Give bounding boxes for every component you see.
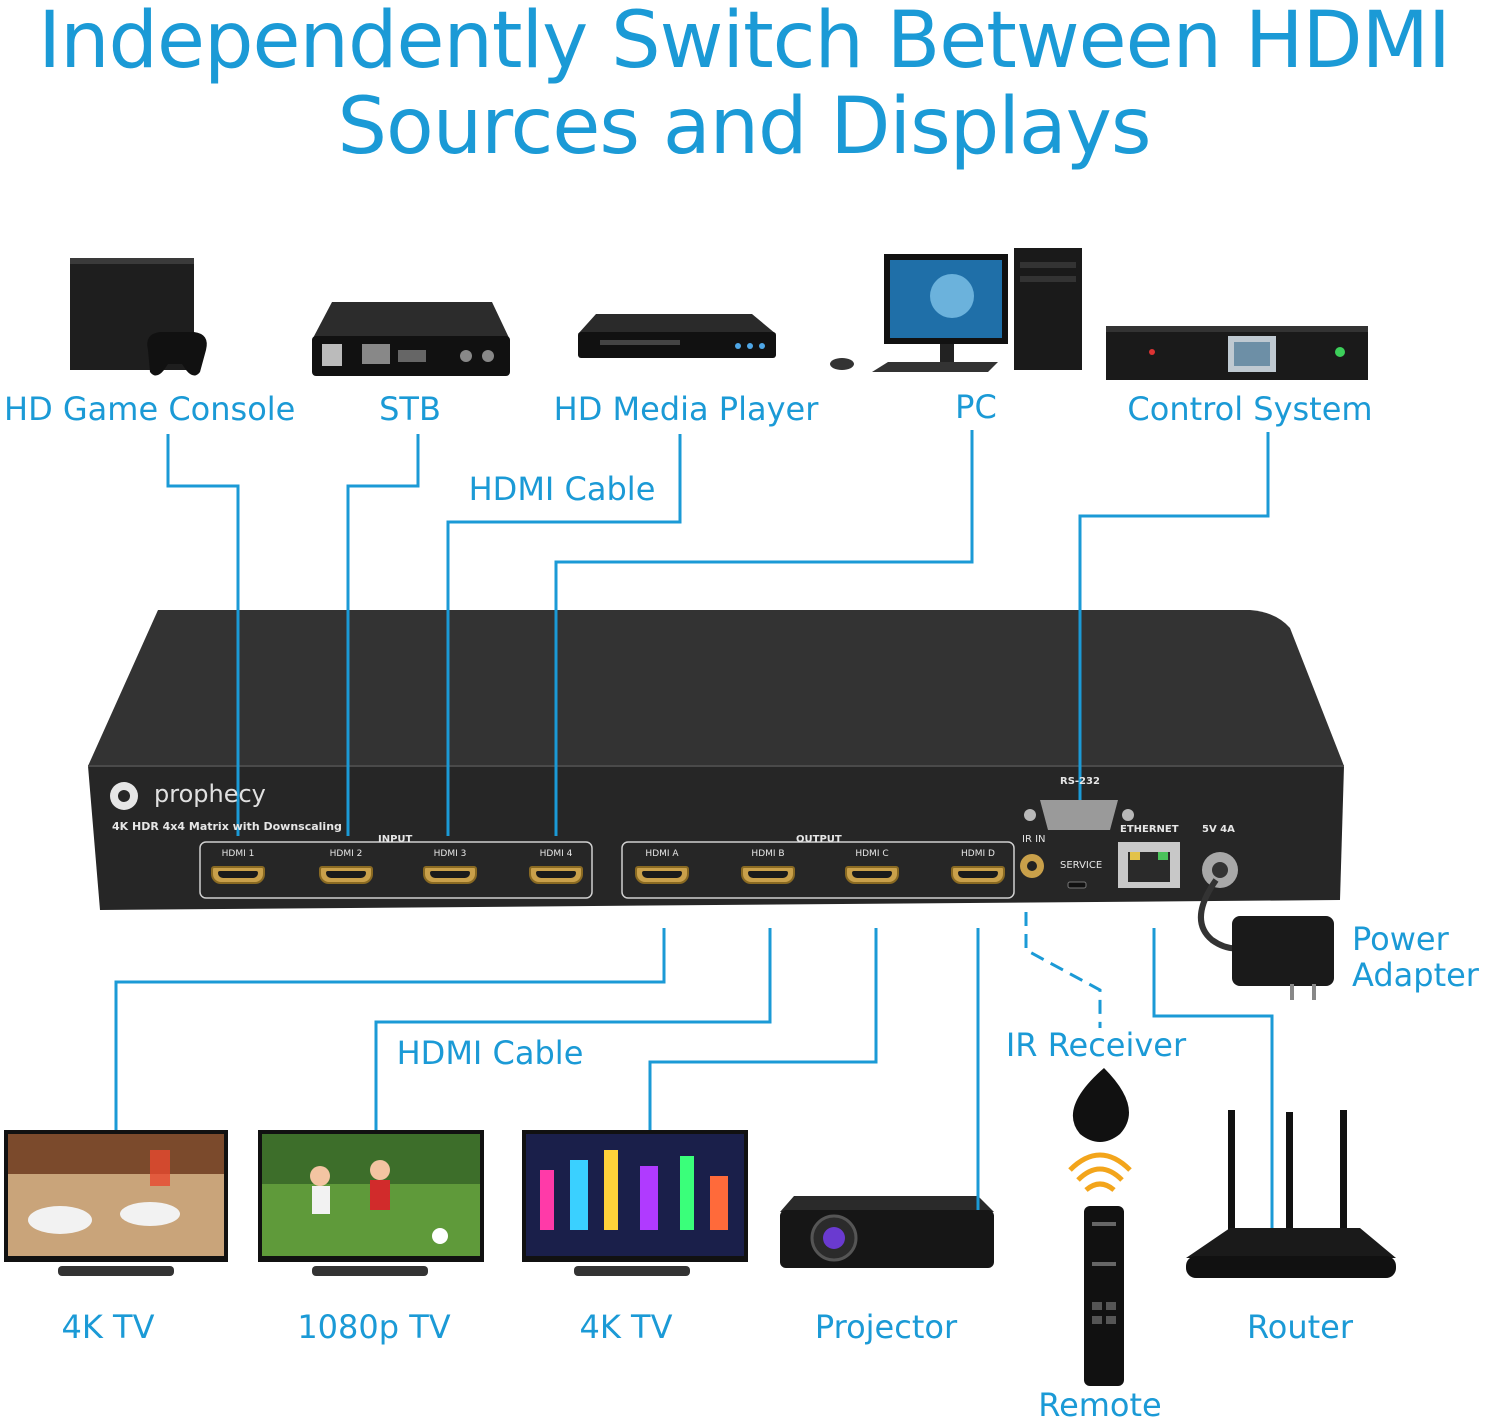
hdmi-input-port-label: HDMI 3 <box>433 849 467 859</box>
control-system-rack-icon <box>1106 326 1368 380</box>
model-name: 4K HDR 4x4 Matrix with Downscaling <box>112 820 342 833</box>
hdmi-output-port: HDMI C <box>838 848 906 894</box>
hdmi-connector-icon <box>845 866 899 884</box>
hdmi-connector-slot <box>326 871 366 878</box>
hdmi-connector-slot <box>536 871 576 878</box>
ethernet-label: ETHERNET <box>1120 824 1179 835</box>
router-label: Router <box>1246 1308 1354 1346</box>
hdmi-connector-slot <box>852 871 892 878</box>
display-label-projector: Projector <box>814 1308 958 1346</box>
hdmi-output-port-label: HDMI D <box>961 849 995 859</box>
source-label-pc: PC <box>955 388 997 426</box>
desktop-pc-icon <box>830 248 1082 372</box>
power-adapter-label-line2: Adapter <box>1352 956 1479 994</box>
hdmi-connector-icon <box>319 866 373 884</box>
source-label-control-system: Control System <box>1127 390 1373 428</box>
rs232-port-icon <box>1040 800 1118 830</box>
hdmi-connector-icon <box>741 866 795 884</box>
power-adapter-label-line1: Power <box>1352 920 1449 958</box>
media-player-icon <box>578 314 776 358</box>
service-label: SERVICE <box>1060 860 1103 871</box>
hdmi-connector-icon <box>423 866 477 884</box>
hdmi-input-port: HDMI 3 <box>416 848 484 894</box>
hdmi-connector-slot <box>430 871 470 878</box>
brand-name: prophecy <box>154 780 266 808</box>
input-hdmi-cables <box>166 430 1270 836</box>
output-cable-label: HDMI Cable <box>396 1034 584 1072</box>
hdmi-connector-slot <box>748 871 788 878</box>
hdmi-output-port: HDMI B <box>734 848 802 894</box>
hdmi-connector-icon <box>951 866 1005 884</box>
hdmi-output-port-label: HDMI B <box>751 849 785 859</box>
source-label-stb: STB <box>379 390 441 428</box>
hdmi-input-port-label: HDMI 4 <box>539 849 573 859</box>
hdmi-connector-slot <box>958 871 998 878</box>
ir-receiver-label: IR Receiver <box>1005 1026 1187 1064</box>
hdmi-connector-icon <box>635 866 689 884</box>
page-title-line-2: Sources and Displays <box>337 82 1151 172</box>
ir-in-label: IR IN <box>1022 834 1046 845</box>
game-console-icon <box>70 258 207 376</box>
hdmi-matrix-switch <box>88 610 1344 910</box>
hdmi-output-port: HDMI A <box>628 848 696 894</box>
hdmi-input-port: HDMI 4 <box>522 848 590 894</box>
hdmi-output-port-label: HDMI C <box>855 849 889 859</box>
remote-label: Remote <box>1038 1386 1162 1424</box>
hdmi-connector-slot <box>642 871 682 878</box>
display-label-4k-tv-1: 4K TV <box>61 1308 155 1346</box>
power-label: 5V 4A <box>1202 824 1235 835</box>
hdmi-input-port-label: HDMI 1 <box>221 849 255 859</box>
router-icon <box>1186 1110 1396 1278</box>
output-hdmi-cables <box>114 912 1274 1228</box>
display-label-4k-tv-2: 4K TV <box>579 1308 673 1346</box>
tv-icon <box>4 1130 228 1276</box>
remote-control-icon <box>1084 1206 1124 1386</box>
display-label-1080p-tv: 1080p TV <box>297 1308 451 1346</box>
hdmi-input-port: HDMI 1 <box>204 848 272 894</box>
output-group-label: OUTPUT <box>796 834 842 845</box>
hdmi-input-port: HDMI 2 <box>312 848 380 894</box>
hdmi-output-port-label: HDMI A <box>645 849 679 859</box>
hdmi-connector-slot <box>218 871 258 878</box>
input-group-label: INPUT <box>378 834 413 845</box>
hdmi-input-port-label: HDMI 2 <box>329 849 363 859</box>
set-top-box-icon <box>312 302 510 376</box>
hdmi-connector-icon <box>211 866 265 884</box>
tv-icon <box>258 1130 484 1276</box>
source-label-game-console: HD Game Console <box>4 390 296 428</box>
tv-icon <box>522 1130 748 1276</box>
hdmi-output-port: HDMI D <box>944 848 1012 894</box>
page-title-line-1: Independently Switch Between HDMI <box>38 0 1451 86</box>
rs232-label: RS-232 <box>1060 776 1100 787</box>
projector-icon <box>780 1196 994 1268</box>
source-label-media-player: HD Media Player <box>553 390 819 428</box>
input-cable-label: HDMI Cable <box>468 470 656 508</box>
hdmi-connector-icon <box>529 866 583 884</box>
power-adapter-icon <box>1197 878 1334 1000</box>
ir-receiver-icon <box>1068 1068 1132 1192</box>
